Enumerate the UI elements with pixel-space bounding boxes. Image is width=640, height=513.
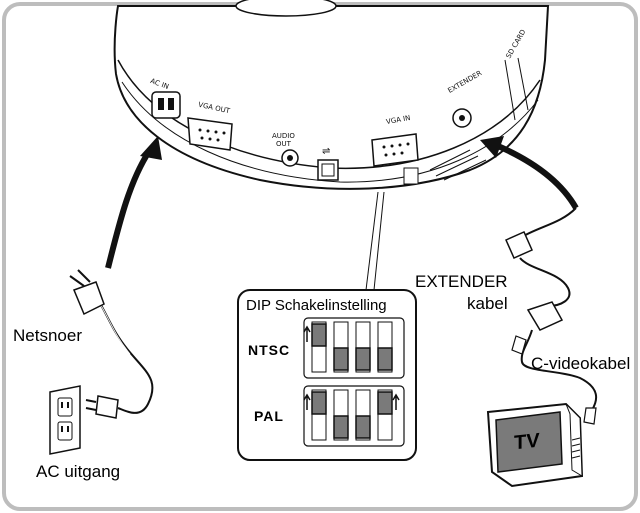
wall-plug	[95, 395, 119, 419]
dip-panel-title: DIP Schakelinstelling	[246, 297, 387, 314]
tv-label: TV	[514, 429, 540, 455]
document-camera-device	[113, 0, 550, 190]
dip-switch-knob-up	[311, 391, 327, 415]
ac-outlet-label: AC uitgang	[36, 462, 121, 481]
power-cord-label: Netsnoer	[13, 326, 82, 345]
power-arrow	[105, 136, 162, 269]
dip-switch-knob-down	[333, 415, 349, 439]
composite-cable-label: C-videokabel	[531, 354, 631, 373]
power-plug-end	[73, 281, 105, 316]
device-dip-switch	[403, 167, 419, 185]
composite-plug	[583, 407, 597, 425]
up-arrow-icon	[392, 393, 400, 410]
power-cord	[69, 269, 154, 419]
up-arrow-icon	[303, 325, 311, 342]
wall-outlet	[49, 385, 81, 455]
extender-cable-label-1: EXTENDER	[415, 272, 508, 291]
ntsc-label: NTSC	[248, 342, 291, 358]
dip-panel	[237, 289, 417, 461]
extender-cable	[505, 207, 598, 425]
extender-plug	[505, 231, 533, 259]
ntsc-switches	[303, 321, 393, 373]
tv-illustration	[486, 402, 584, 488]
tv-screen	[495, 411, 563, 473]
ac-in-port	[151, 91, 181, 119]
vga-out-port	[187, 117, 233, 151]
up-arrow-icon	[303, 393, 311, 410]
dip-switch-knob-down	[355, 347, 371, 371]
dip-switch-knob-up	[377, 391, 393, 415]
vga-in-port	[371, 133, 419, 167]
extender-arrow	[480, 136, 579, 210]
dip-switch-knob-up	[311, 323, 327, 347]
dip-switch-knob-down	[355, 415, 371, 439]
pal-switches	[303, 389, 400, 441]
audio-out-label: AUDIO OUT	[272, 132, 295, 148]
extender-cable-label-2: kabel	[467, 294, 508, 313]
extender-adapter-box	[526, 301, 564, 331]
dip-switch-knob-down	[333, 347, 349, 371]
pal-label: PAL	[254, 408, 284, 424]
dip-switch-knob-down	[377, 347, 393, 371]
usb-label: ⇌	[322, 146, 331, 157]
